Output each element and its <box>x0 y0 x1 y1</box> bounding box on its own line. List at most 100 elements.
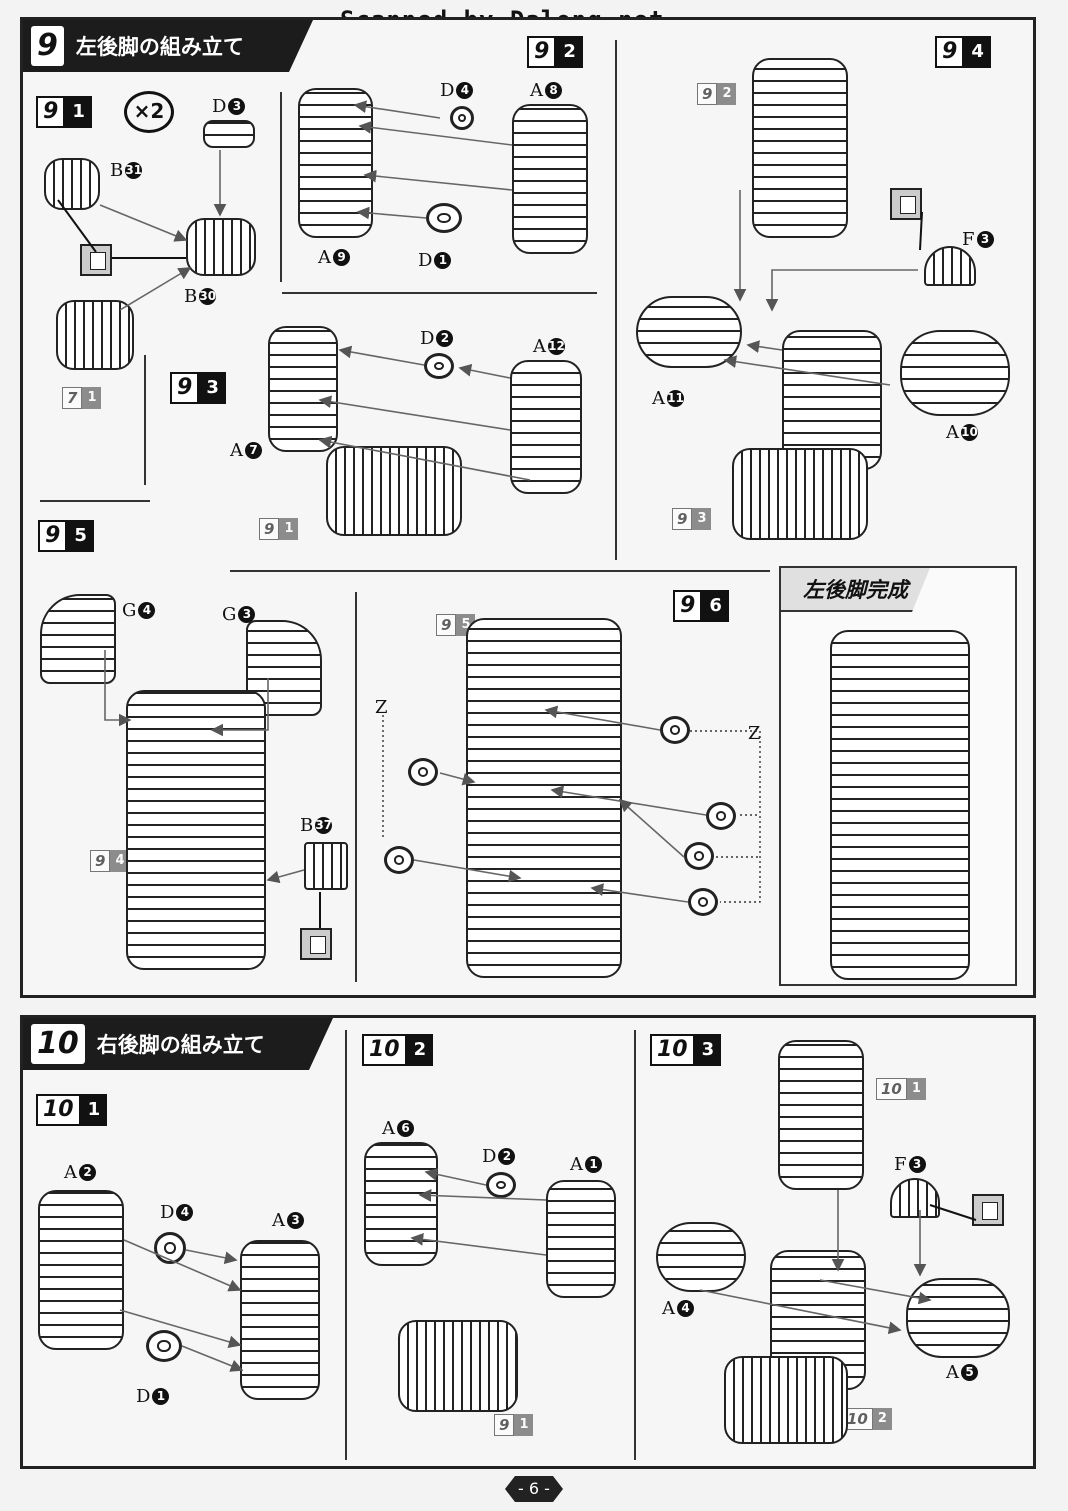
part-a2-sketch <box>38 1190 124 1350</box>
divider-10-vertical-2 <box>634 1030 636 1460</box>
part-a4-sketch <box>656 1222 746 1292</box>
part-10-2-foot-sketch <box>724 1356 848 1444</box>
section-9-title: 左後脚の組み立て <box>75 35 244 59</box>
part-10-f3-sketch <box>890 1178 940 1218</box>
part-91-foot-sketch <box>326 446 462 536</box>
nipper-tool-icon-2 <box>890 188 922 220</box>
nipper-tool-icon-3 <box>300 928 332 960</box>
page-number: - 6 - <box>505 1476 563 1502</box>
part-10-91-foot-sketch <box>398 1320 518 1412</box>
section-10-number: 10 <box>31 1024 85 1064</box>
part-92-upper-sketch <box>752 58 848 238</box>
section-10-header: 10 右後脚の組み立て <box>23 1018 333 1070</box>
part-a1-sketch <box>546 1180 616 1298</box>
divider-9-horizontal-top <box>282 292 597 294</box>
part-95-assembly-sketch <box>466 618 622 978</box>
section-9-number: 9 <box>31 26 64 66</box>
divider-9-vertical-s3 <box>144 355 146 485</box>
label-z-left: Z <box>375 697 388 718</box>
divider-9-vertical-s5 <box>355 592 357 982</box>
part-d3-sketch <box>203 120 255 148</box>
divider-9-horizontal-low <box>230 570 770 572</box>
part-10-d1-sketch <box>146 1330 182 1362</box>
part-b30-sketch <box>186 218 256 276</box>
divider-9-vertical-top <box>280 92 282 282</box>
part-94-assembly-sketch <box>126 690 266 970</box>
part-a6-sketch <box>364 1142 438 1266</box>
part-10-d2-sketch <box>486 1172 516 1198</box>
divider-10-vertical-1 <box>345 1030 347 1460</box>
section-10-panel: 10 右後脚の組み立て <box>20 1015 1036 1469</box>
part-10-d4-sketch <box>154 1232 186 1264</box>
part-a10-sketch <box>900 330 1010 416</box>
multiplier-badge: ×2 <box>124 91 174 133</box>
divider-9-vertical-main <box>615 40 617 560</box>
label-z-right: Z <box>748 723 761 744</box>
part-10-1-upper-sketch <box>778 1040 864 1190</box>
section-10-title: 右後脚の組み立て <box>96 1033 265 1057</box>
part-a8-sketch <box>512 104 588 254</box>
part-93-foot-sketch <box>732 448 868 540</box>
part-93-leg-sketch <box>782 330 882 470</box>
nipper-tool-icon-4 <box>972 1194 1004 1226</box>
complete-left-hind-leg-sketch <box>830 630 970 980</box>
polycap-z-3-sketch <box>706 802 736 830</box>
part-d4-sketch <box>450 106 474 130</box>
polycap-z-6-sketch <box>688 888 718 916</box>
part-d2-sketch <box>424 353 454 379</box>
part-a5-sketch <box>906 1278 1010 1358</box>
part-a12-sketch <box>510 360 582 494</box>
section-9-header: 9 左後脚の組み立て <box>23 20 313 72</box>
polycap-z-4-sketch <box>684 842 714 870</box>
part-a3-sketch <box>240 1240 320 1400</box>
polycap-z-5-sketch <box>384 846 414 874</box>
polycap-z-2-sketch <box>408 758 438 786</box>
part-b31-sketch <box>44 158 100 210</box>
part-g4-sketch <box>40 594 116 684</box>
nipper-tool-icon <box>80 244 112 276</box>
part-71-sketch <box>56 300 134 370</box>
